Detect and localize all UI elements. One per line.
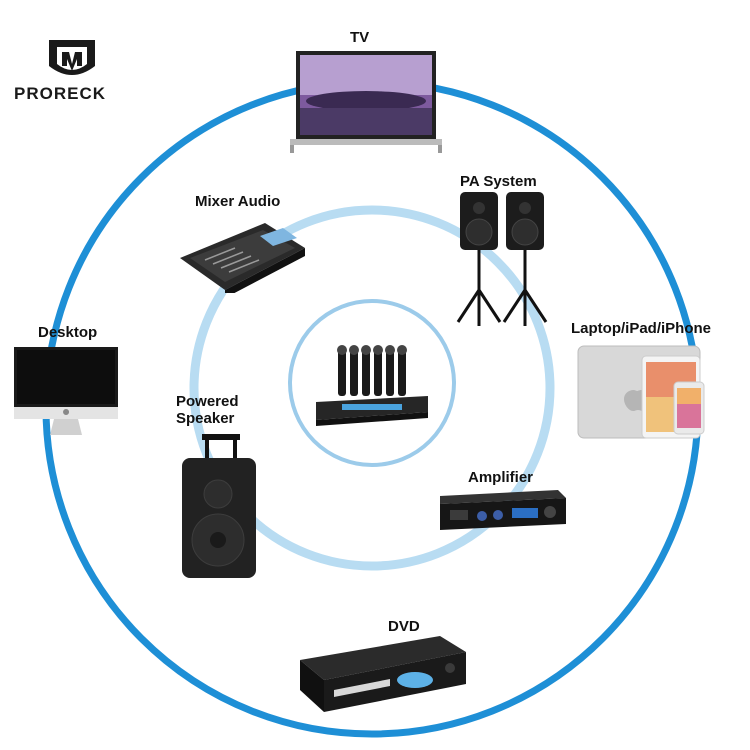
laptop-ipad-iphone-icon — [577, 345, 705, 439]
powered-speaker-icon — [182, 434, 256, 578]
mixer-audio-label: Mixer Audio — [195, 193, 281, 210]
desktop-icon — [14, 347, 118, 435]
dvd-label: DVD — [388, 618, 420, 635]
amplifier-icon — [440, 490, 566, 530]
tv-icon — [290, 51, 442, 153]
inner-ring — [189, 205, 555, 571]
tv-label: TV — [350, 29, 370, 46]
laptop-label: Laptop/iPad/iPhone — [571, 320, 712, 337]
desktop-label: Desktop — [38, 324, 98, 341]
pa-system-label: PA System — [460, 173, 537, 190]
dvd-player-icon — [300, 636, 466, 712]
brand-name: PRORECK — [14, 84, 107, 103]
shield-logo-icon — [49, 40, 95, 75]
powered-speaker-label-line2: Speaker — [176, 410, 235, 427]
mixer-audio-icon — [180, 223, 305, 293]
amplifier-label: Amplifier — [468, 469, 534, 486]
center-ring — [288, 299, 456, 467]
pa-system-icon — [456, 192, 548, 326]
powered-speaker-label-line1: Powered — [176, 393, 239, 410]
wireless-microphone-system-icon — [316, 345, 428, 426]
